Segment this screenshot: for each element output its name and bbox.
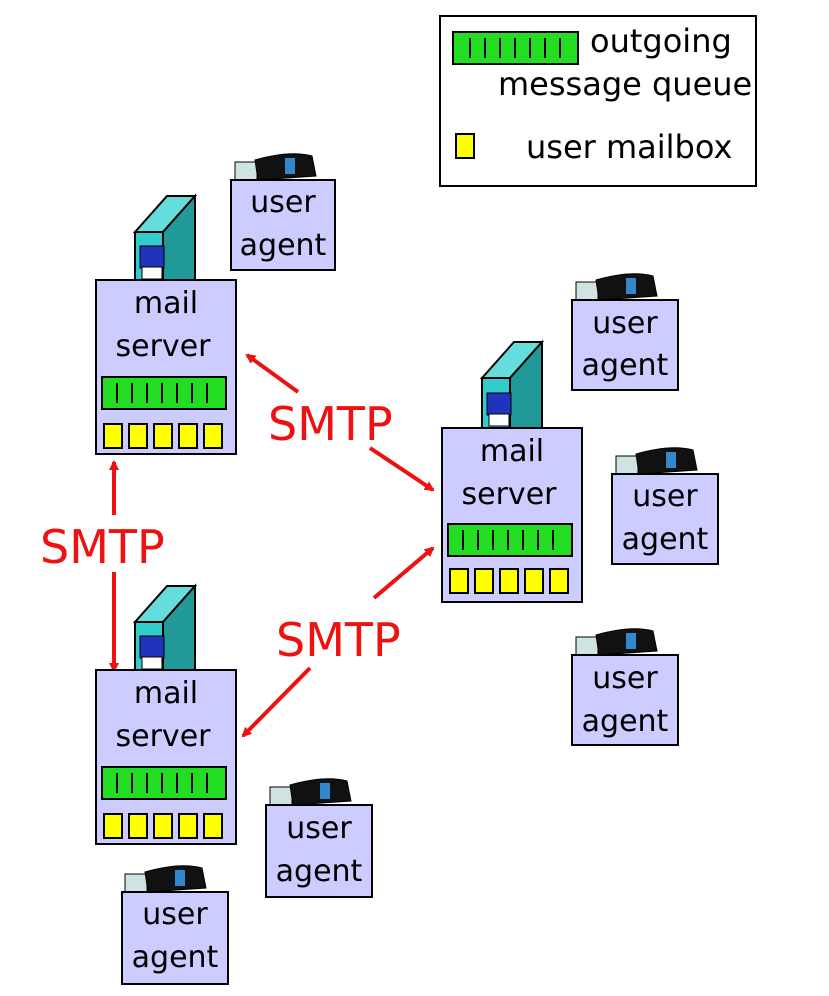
agent-box: [265, 804, 373, 898]
server-tower-icon: [479, 339, 545, 429]
server-label-1: mail: [134, 676, 198, 711]
agent-label-1: user: [250, 185, 316, 220]
server-label-2: server: [116, 719, 212, 754]
server-tower-icon: [132, 583, 198, 671]
computer-icon: [575, 273, 658, 301]
smtp-label-s1-s3: SMTP: [268, 397, 393, 451]
agent-box: [571, 654, 679, 746]
agent-box: [571, 299, 679, 391]
user-agent-6: user agent: [121, 865, 229, 985]
agent-box: [230, 179, 336, 271]
arrow-s2-to-s3-head-s2: [241, 666, 312, 738]
user-agent-1: user agent: [230, 153, 336, 271]
legend: outgoing message queue user mailbox: [439, 15, 757, 187]
user-mailboxes: [103, 813, 223, 839]
arrow-s2-to-s3-head-s3: [372, 546, 435, 600]
message-queue: [101, 766, 227, 800]
agent-label-2: agent: [582, 348, 669, 383]
computer-icon: [269, 778, 352, 806]
user-agent-4: user agent: [571, 628, 679, 746]
mail-server-2: mail server: [95, 583, 237, 845]
agent-label-1: user: [592, 306, 658, 341]
computer-icon: [124, 865, 207, 893]
smtp-arrows: [109, 353, 435, 738]
smtp-label-s3-s2: SMTP: [276, 613, 401, 667]
computer-icon: [575, 628, 658, 656]
legend-queue-label-2: message queue: [498, 65, 752, 103]
message-queue: [101, 376, 227, 410]
server-label-2: server: [462, 477, 558, 512]
server-label-1: mail: [480, 434, 544, 469]
computer-icon: [615, 447, 698, 475]
agent-label-2: agent: [240, 228, 327, 263]
agent-label-2: agent: [622, 522, 709, 557]
user-agent-3: user agent: [611, 447, 719, 565]
user-agent-2: user agent: [571, 273, 679, 391]
computer-icon: [234, 153, 317, 181]
agent-box: [611, 473, 719, 565]
agent-label-1: user: [592, 661, 658, 696]
mail-server-3: mail server: [441, 339, 583, 603]
user-mailboxes: [449, 568, 569, 594]
mail-server-1: mail server: [95, 193, 237, 455]
agent-label-1: user: [142, 897, 208, 932]
legend-queue-label-1: outgoing: [590, 22, 732, 60]
agent-label-1: user: [286, 811, 352, 846]
server-label-1: mail: [134, 286, 198, 321]
arrow-s1-to-s3-head-s1: [245, 353, 300, 394]
agent-box: [121, 891, 229, 985]
server-label-2: server: [116, 329, 212, 364]
agent-label-2: agent: [132, 940, 219, 975]
server-tower-icon: [132, 193, 198, 281]
legend-mailbox-swatch: [455, 133, 475, 159]
agent-label-2: agent: [582, 704, 669, 739]
smtp-label-s1-s2: SMTP: [40, 520, 165, 574]
user-mailboxes: [103, 423, 223, 449]
user-agent-5: user agent: [265, 778, 373, 898]
agent-label-2: agent: [276, 854, 363, 889]
legend-mailbox-label: user mailbox: [526, 128, 732, 166]
legend-queue-swatch: [452, 31, 579, 65]
arrow-s1-to-s3-head-s3: [368, 446, 435, 492]
agent-label-1: user: [632, 479, 698, 514]
message-queue: [447, 523, 573, 557]
